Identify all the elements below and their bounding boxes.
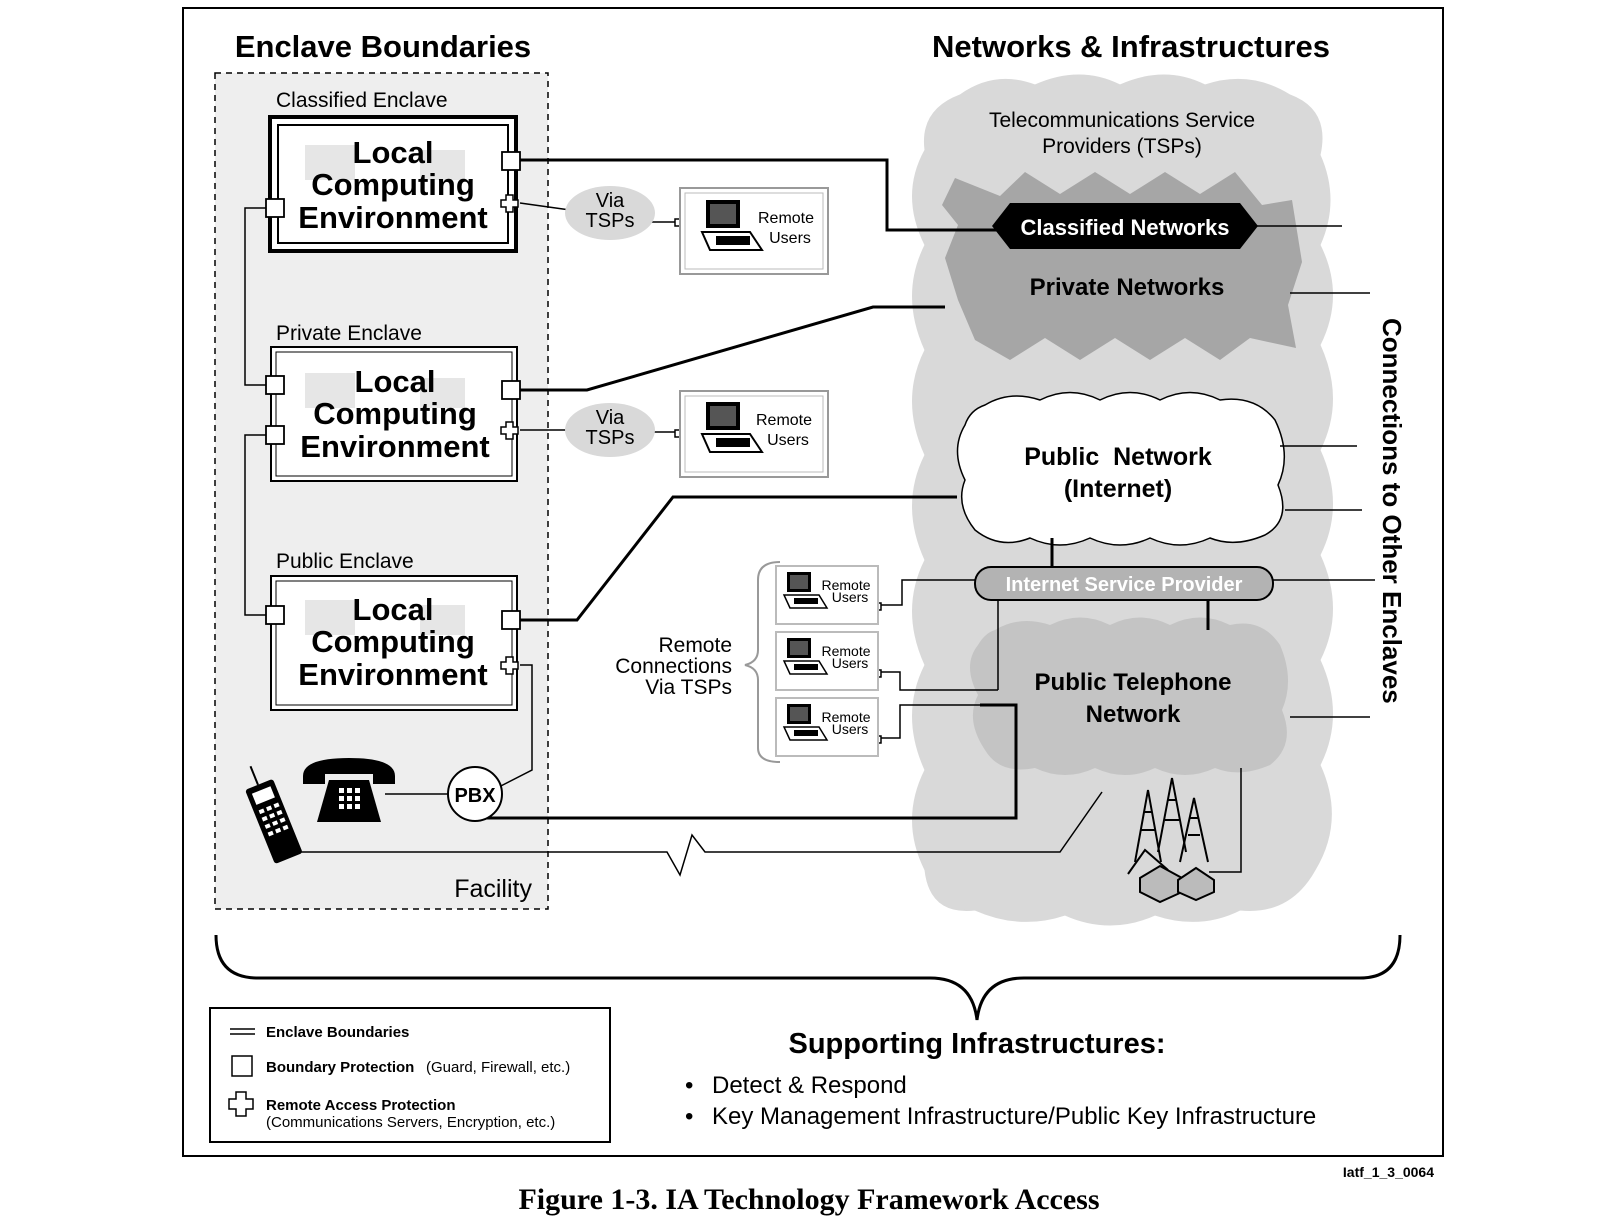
- supporting-title: Supporting Infrastructures:: [788, 1028, 1165, 1060]
- private-lce-line-1: Local: [355, 364, 436, 399]
- remote-users-2-line-2: Users: [767, 432, 809, 449]
- remote-users-box-1: [679, 187, 829, 275]
- classified-networks-label: Classified Networks: [1020, 215, 1229, 240]
- via-tsps-cloud-2: [565, 403, 655, 457]
- networks-heading: Networks & Infrastructures: [932, 29, 1330, 64]
- legend-boundary-protection: Boundary Protection: [266, 1059, 414, 1076]
- supporting-item-1: Detect & Respond: [712, 1072, 907, 1099]
- remote-connections-brace: [744, 561, 781, 763]
- legend-box: [209, 1007, 611, 1143]
- via-tsps-2-line-1: Via: [596, 407, 625, 429]
- private-lce-box: [270, 346, 518, 482]
- remote-users-small-2-line-1: Remote: [821, 643, 870, 659]
- remote-users-small-3-line-2: Users: [832, 721, 869, 737]
- private-networks-area: [942, 172, 1302, 360]
- classified-lce-line-3: Environment: [298, 200, 487, 235]
- connection-lines: [244, 158, 1375, 877]
- legend-remote-access: Remote Access Protection: [266, 1097, 456, 1114]
- remote-users-1-line-2: Users: [769, 230, 811, 247]
- legend-remote-access-note: (Communications Servers, Encryption, etc…: [266, 1114, 555, 1131]
- pbx-circle: [447, 766, 503, 822]
- public-enclave-label: Public Enclave: [276, 550, 414, 573]
- enclave-boundaries-heading: Enclave Boundaries: [235, 29, 531, 64]
- via-tsps-1-line-2: TSPs: [586, 210, 635, 232]
- public-telephone-label-2: Network: [1086, 701, 1181, 728]
- classified-lce-box: [268, 115, 518, 253]
- laptop-icon: [782, 638, 829, 675]
- isp-label: Internet Service Provider: [1006, 574, 1243, 596]
- public-lce-box: [270, 575, 518, 711]
- pbx-label: PBX: [454, 785, 496, 807]
- private-networks-label: Private Networks: [1030, 274, 1225, 301]
- cell-phone-icon: [245, 765, 302, 864]
- tsp-label-line-1: Telecommunications Service: [989, 109, 1255, 132]
- supporting-bullet-2: •: [685, 1103, 693, 1130]
- classified-enclave-label: Classified Enclave: [276, 89, 448, 112]
- cell-towers-icon: [1127, 777, 1215, 904]
- remote-users-small-box-3: [775, 697, 879, 757]
- laptop-icon: [782, 572, 829, 609]
- tsp-label-line-2: Providers (TSPs): [1042, 135, 1202, 158]
- private-lce-line-2: Computing: [313, 396, 477, 431]
- remote-users-small-1-line-1: Remote: [821, 577, 870, 593]
- classified-lce-line-1: Local: [353, 135, 434, 170]
- legend-square-icon: [231, 1055, 253, 1077]
- boundary-protection-squares: [265, 151, 521, 630]
- private-lce-line-3: Environment: [300, 429, 489, 464]
- supporting-item-2: Key Management Infrastructure/Public Key…: [712, 1103, 1316, 1130]
- telephone-icon: [303, 758, 395, 822]
- remote-users-small-box-1: [775, 565, 879, 625]
- remote-users-small-1-line-2: Users: [832, 589, 869, 605]
- public-telephone-label-1: Public Telephone: [1035, 669, 1232, 696]
- private-enclave-label: Private Enclave: [276, 322, 422, 345]
- remote-connections-line-1: Remote: [658, 634, 732, 657]
- remote-connections-line-3: Via TSPs: [645, 676, 732, 699]
- remote-users-1-line-1: Remote: [758, 210, 814, 227]
- facility-label: Facility: [454, 875, 532, 903]
- supporting-bullet-1: •: [685, 1072, 693, 1099]
- via-tsps-1-line-1: Via: [596, 190, 625, 212]
- legend-enclave-boundaries: Enclave Boundaries: [266, 1024, 409, 1041]
- public-network-cloud: [956, 391, 1286, 546]
- public-lce-line-3: Environment: [298, 657, 487, 692]
- public-lce-line-2: Computing: [311, 624, 475, 659]
- laptop-icon: [700, 200, 764, 251]
- legend-cross-icon: [228, 1091, 254, 1117]
- classified-networks-pill: [992, 203, 1258, 249]
- figure-id: Iatf_1_3_0064: [1343, 1164, 1434, 1180]
- via-tsps-2-line-2: TSPs: [586, 427, 635, 449]
- remote-users-small-box-2: [775, 631, 879, 691]
- public-network-label-2: (Internet): [1064, 475, 1172, 503]
- remote-users-2-line-1: Remote: [756, 412, 812, 429]
- public-telephone-network-cloud: [970, 617, 1289, 775]
- supporting-brace: [214, 934, 1402, 1021]
- legend-boundary-protection-note: (Guard, Firewall, etc.): [426, 1059, 570, 1076]
- isp-pill: [974, 566, 1274, 601]
- via-tsps-cloud-1: [565, 186, 655, 240]
- classified-lce-line-2: Computing: [311, 167, 475, 202]
- laptop-icon: [782, 704, 829, 741]
- connections-side-label: Connections to Other Enclaves: [1377, 318, 1407, 704]
- remote-users-small-2-line-2: Users: [832, 655, 869, 671]
- figure-caption: Figure 1-3. IA Technology Framework Acce…: [518, 1183, 1100, 1216]
- remote-connections-line-2: Connections: [615, 655, 732, 678]
- laptop-icon: [700, 402, 764, 453]
- remote-users-box-2: [679, 390, 829, 478]
- public-network-label-1: Public Network: [1024, 443, 1212, 471]
- remote-users-small-3-line-1: Remote: [821, 709, 870, 725]
- public-lce-line-1: Local: [353, 592, 434, 627]
